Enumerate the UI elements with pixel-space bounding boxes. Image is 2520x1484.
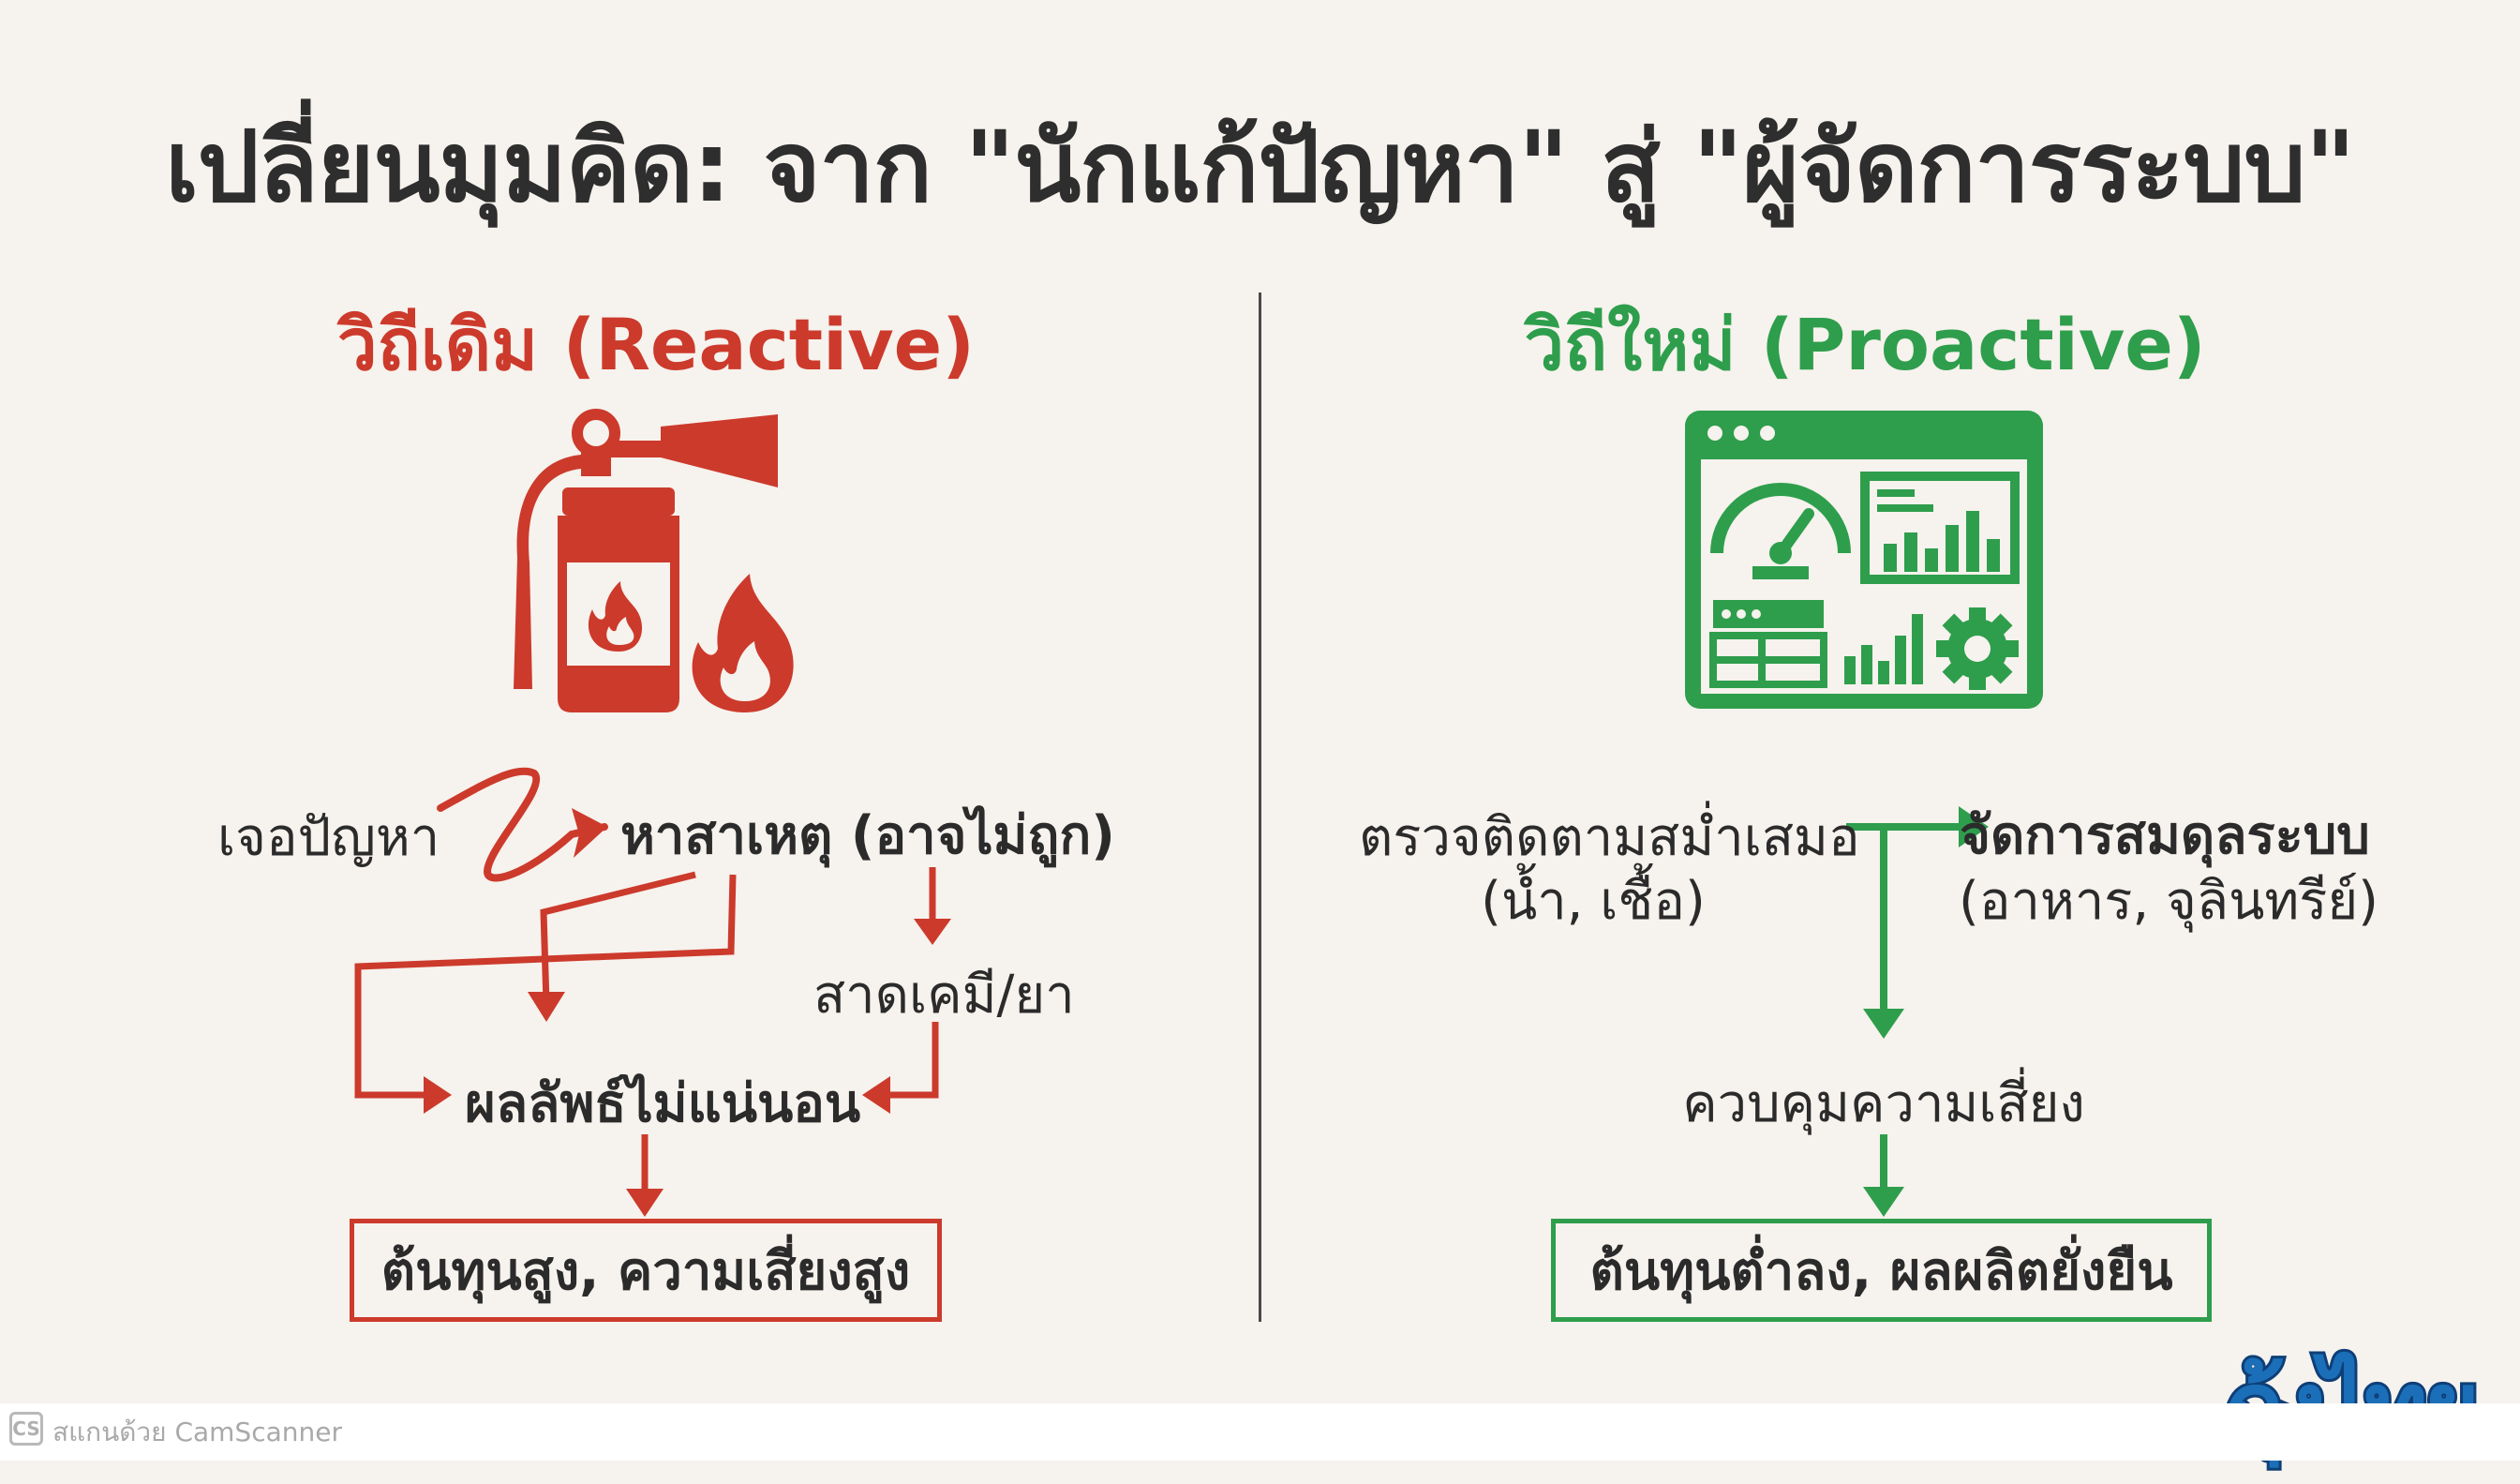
fire-extinguisher-icon bbox=[514, 409, 794, 712]
monitor-detail-label: (น้ำ, เชื้อ) bbox=[1481, 871, 1706, 932]
gear-icon bbox=[1936, 607, 2019, 690]
dashboard-monitor-icon bbox=[1685, 411, 2043, 709]
risk-control-label: ควบคุมความเสี่ยง bbox=[1682, 1073, 2085, 1134]
camscanner-logo: CS bbox=[9, 1412, 43, 1446]
page-title: เปลี่ยนมุมคิด: จาก "นักแก้ปัญหา" สู่ "ผู… bbox=[165, 110, 2356, 224]
proactive-result-box: ต้นทุนต่ำลง, ผลผลิตยั่งยืน bbox=[1551, 1219, 2212, 1322]
balance-label: จัดการสมดุลระบบ bbox=[1960, 805, 2370, 866]
monitor-label: ตรวจติดตามสม่ำเสมอ bbox=[1359, 807, 1860, 868]
find-cause-label: หาสาเหตุ (อาจไม่ถูก) bbox=[620, 805, 1115, 866]
chemicals-label: สาดเคมี/ยา bbox=[813, 965, 1075, 1026]
find-problem-label: เจอปัญหา bbox=[217, 807, 440, 868]
proactive-heading: วิถีใหม่ (Proactive) bbox=[1524, 303, 2206, 386]
squiggle-arrow bbox=[437, 767, 608, 882]
reactive-result-box: ต้นทุนสูง, ความเสี่ยงสูง bbox=[350, 1219, 942, 1322]
uncertain-result-label: ผลลัพธ์ไม่แน่นอน bbox=[465, 1073, 861, 1134]
column-divider bbox=[1259, 292, 1261, 1322]
reactive-heading: วิถีเดิม (Reactive) bbox=[337, 303, 975, 386]
camscanner-text: สแกนด้วย CamScanner bbox=[52, 1417, 342, 1447]
balance-detail-label: (อาหาร, จุลินทรีย์) bbox=[1959, 871, 2379, 932]
scanner-footer bbox=[0, 1403, 2520, 1461]
